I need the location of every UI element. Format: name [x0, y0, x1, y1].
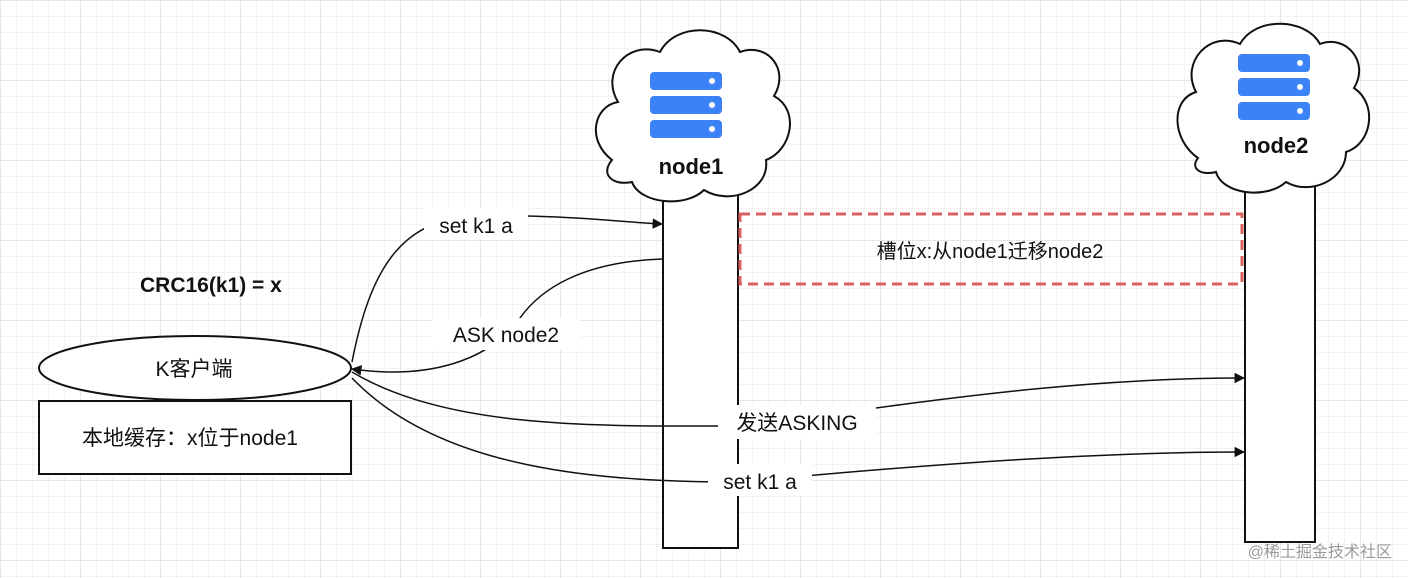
- message-ask: ASK node2: [453, 324, 559, 347]
- node1-label: node1: [659, 154, 724, 179]
- node2-lifeline: [1244, 179, 1316, 543]
- migration-label: 槽位x:从node1迁移node2: [877, 240, 1104, 263]
- node2-label: node2: [1244, 133, 1309, 158]
- message-set-first: set k1 a: [439, 215, 513, 238]
- node1-server-icon: [650, 72, 722, 138]
- local-cache-label: 本地缓存：x位于node1: [82, 427, 298, 450]
- node1-cloud: [594, 29, 791, 203]
- label-bg: [432, 318, 580, 350]
- crc16-formula: CRC16(k1) = x: [140, 274, 282, 297]
- arrow-ask-to-client: [350, 258, 663, 376]
- local-cache-box: [38, 400, 352, 475]
- node2-server-icon: [1238, 54, 1310, 120]
- watermark: @稀土掘金技术社区: [1248, 543, 1392, 561]
- migration-box: [738, 212, 1244, 286]
- label-bg: [718, 405, 876, 439]
- message-asking: 发送ASKING: [736, 412, 857, 435]
- label-bg: [424, 208, 528, 240]
- client-label: K客户端: [155, 358, 232, 381]
- label-bg: [708, 464, 812, 496]
- message-set-second: set k1 a: [723, 471, 797, 494]
